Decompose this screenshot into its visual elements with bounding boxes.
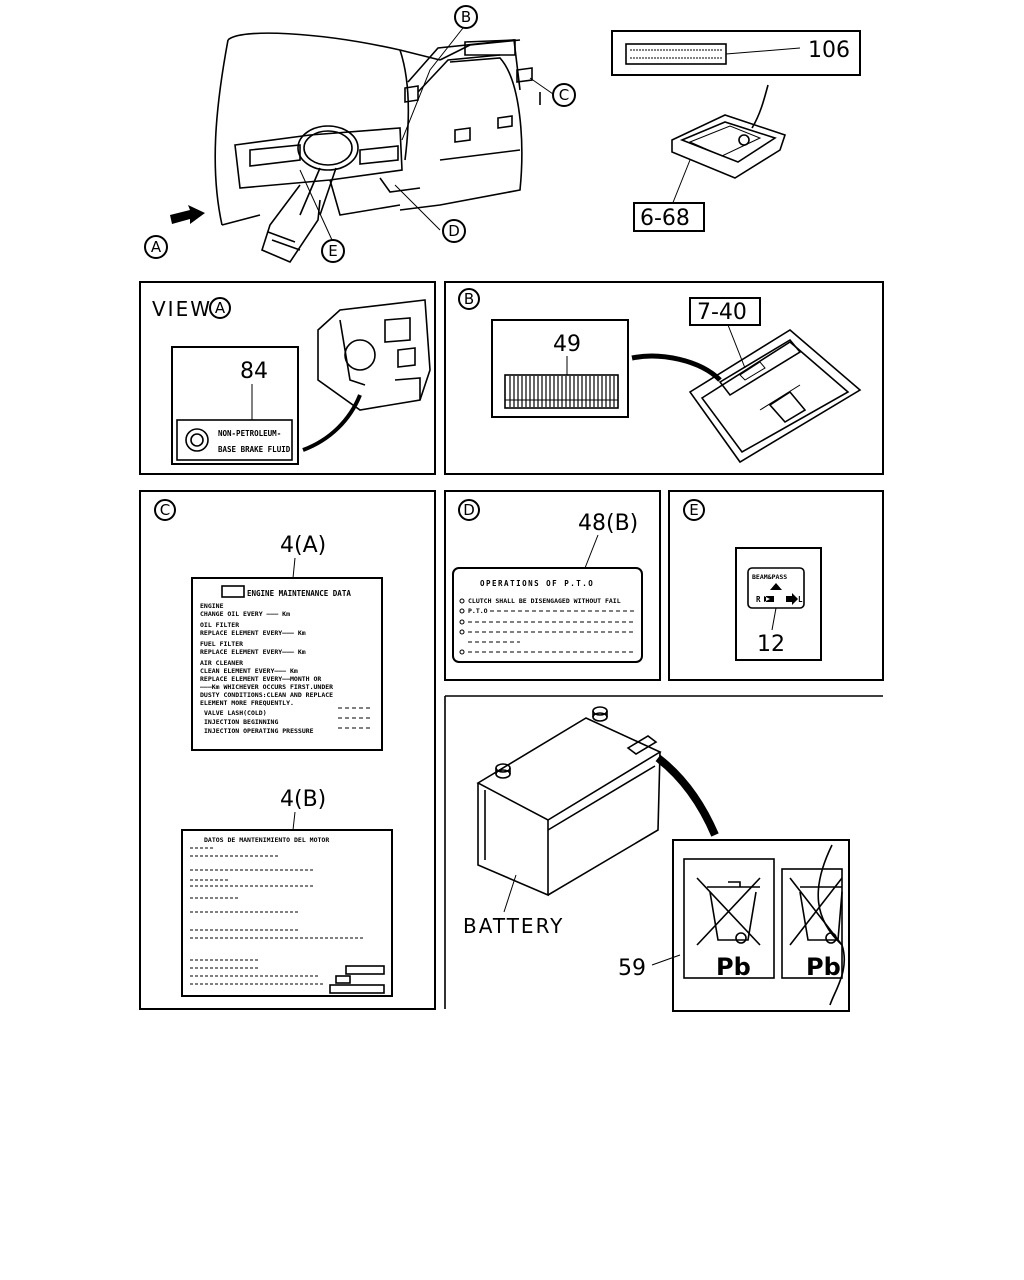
svg-text:CLEAN ELEMENT EVERY——— Km: CLEAN ELEMENT EVERY——— Km	[200, 667, 298, 675]
svg-text:DATOS DE MANTENIMIENTO DEL MOT: DATOS DE MANTENIMIENTO DEL MOTOR	[204, 836, 329, 844]
svg-text:VALVE LASH(COLD): VALVE LASH(COLD)	[204, 709, 267, 717]
view-direction-arrow	[170, 205, 205, 224]
panel-b: B 49 7-40	[444, 281, 884, 475]
callout-circle-b-top: B	[454, 5, 478, 29]
part-106-label: 106	[611, 30, 861, 76]
svg-text:B: B	[464, 290, 474, 308]
panel-view-a: VIEW A 84 NON-PETROLEUM- BASE BRAKE FLUI…	[139, 281, 436, 475]
svg-text:P.T.O: P.T.O	[468, 607, 488, 615]
svg-text:E: E	[689, 501, 698, 519]
svg-text:DUSTY CONDITIONS:CLEAN AND REP: DUSTY CONDITIONS:CLEAN AND REPLACE	[200, 691, 333, 699]
svg-text:A: A	[215, 299, 226, 317]
svg-text:12: 12	[757, 632, 785, 657]
svg-text:L: L	[798, 595, 803, 604]
callout-circle-c-top: C	[552, 83, 576, 107]
svg-text:AIR CLEANER: AIR CLEANER	[200, 659, 243, 667]
panel-e: E BEAM&PASS R L 12	[668, 490, 884, 681]
svg-text:OIL FILTER: OIL FILTER	[200, 621, 239, 629]
svg-text:Pb: Pb	[806, 953, 841, 981]
svg-text:D: D	[463, 501, 475, 519]
label-4b	[181, 829, 393, 997]
svg-text:6-68: 6-68	[640, 206, 690, 231]
svg-text:NON-PETROLEUM-: NON-PETROLEUM-	[218, 429, 281, 438]
svg-text:7-40: 7-40	[697, 300, 747, 325]
svg-text:REPLACE ELEMENT EVERY——MONTH O: REPLACE ELEMENT EVERY——MONTH OR	[200, 675, 321, 683]
svg-text:C: C	[559, 86, 569, 104]
svg-text:4(A): 4(A)	[280, 533, 326, 558]
svg-text:FUEL FILTER: FUEL FILTER	[200, 640, 243, 648]
svg-text:CHANGE OIL EVERY ——— Km: CHANGE OIL EVERY ——— Km	[200, 610, 290, 618]
svg-text:106: 106	[808, 38, 850, 63]
dome-light-illustration: 6-68	[633, 84, 787, 232]
svg-text:A: A	[151, 238, 162, 256]
svg-text:OPERATIONS OF P.T.O: OPERATIONS OF P.T.O	[480, 579, 594, 588]
callout-circle-a-top: A	[144, 235, 168, 259]
label-4a	[191, 577, 383, 751]
svg-text:E: E	[328, 242, 337, 260]
callout-circle-e-top: E	[321, 239, 345, 263]
svg-text:BASE BRAKE FLUID: BASE BRAKE FLUID	[218, 445, 291, 454]
svg-text:R: R	[756, 595, 761, 604]
svg-text:———Km WHICHEVER OCCURS FIRST.U: ———Km WHICHEVER OCCURS FIRST.UNDER	[200, 683, 333, 691]
svg-text:B: B	[461, 8, 471, 26]
panel-battery: BATTERY Pb Pb 59	[444, 695, 883, 1012]
cab-illustration	[170, 27, 554, 263]
svg-text:BEAM&PASS: BEAM&PASS	[752, 573, 787, 581]
callout-circle-d-top: D	[442, 219, 466, 243]
svg-text:ENGINE MAINTENANCE DATA: ENGINE MAINTENANCE DATA	[247, 589, 351, 598]
svg-text:INJECTION OPERATING PRESSURE: INJECTION OPERATING PRESSURE	[204, 727, 314, 735]
svg-text:59: 59	[618, 956, 646, 981]
svg-text:CLUTCH SHALL BE DISENGAGED WIT: CLUTCH SHALL BE DISENGAGED WITHOUT FAIL	[468, 597, 621, 605]
svg-text:49: 49	[553, 332, 581, 357]
svg-text:4(B): 4(B)	[280, 787, 326, 812]
svg-text:VIEW: VIEW	[152, 297, 212, 321]
svg-text:Pb: Pb	[716, 953, 751, 981]
svg-text:ENGINE: ENGINE	[200, 602, 224, 610]
svg-text:INJECTION BEGINNING: INJECTION BEGINNING	[204, 718, 278, 726]
svg-text:D: D	[448, 222, 460, 240]
svg-text:BATTERY: BATTERY	[463, 914, 564, 938]
svg-text:REPLACE ELEMENT EVERY——— Km: REPLACE ELEMENT EVERY——— Km	[200, 629, 306, 637]
svg-text:C: C	[160, 501, 170, 519]
svg-text:48(B): 48(B)	[578, 511, 638, 536]
svg-text:ELEMENT MORE FREQUENTLY.: ELEMENT MORE FREQUENTLY.	[200, 699, 294, 707]
panel-c: C 4(A) ENGINE MAINTENANCE DATA ENGINE CH…	[139, 490, 436, 1010]
svg-text:REPLACE ELEMENT EVERY——— Km: REPLACE ELEMENT EVERY——— Km	[200, 648, 306, 656]
svg-text:84: 84	[240, 359, 268, 384]
panel-d: D 48(B) OPERATIONS OF P.T.O CLUTCH SHALL…	[444, 490, 661, 681]
